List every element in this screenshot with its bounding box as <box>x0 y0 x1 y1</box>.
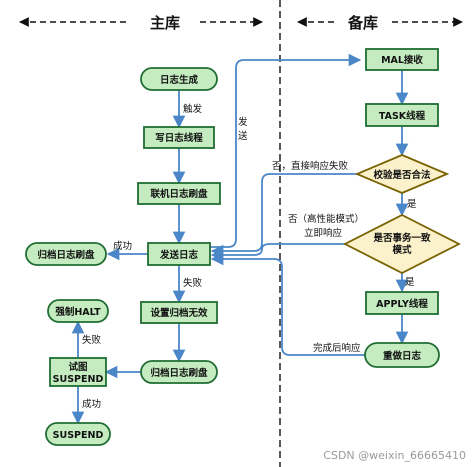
node-redo-log: 重做日志 <box>364 342 440 368</box>
header-standby: 备库 <box>347 14 378 32</box>
edge-check-no <box>210 173 357 258</box>
label-send-2: 送 <box>238 130 248 142</box>
node-set-archive-invalid: 设置归档无效 <box>140 301 218 324</box>
node-log-gen: 日志生成 <box>140 67 218 91</box>
node-apply-thread-label: APPLY线程 <box>376 298 428 310</box>
label-fail-down: 失败 <box>183 277 203 289</box>
node-archive-flush-bottom: 归档日志刷盘 <box>140 360 218 384</box>
node-apply-thread: APPLY线程 <box>365 291 439 315</box>
node-tx-consistent: 是否事务一致 模式 <box>343 213 461 275</box>
node-force-halt: 强制HALT <box>47 299 109 323</box>
node-try-suspend: 试图 SUSPEND <box>49 357 107 387</box>
label-trigger: 触发 <box>183 103 203 115</box>
label-yes-2: 是 <box>405 277 415 288</box>
node-write-thread-label: 写日志线程 <box>155 132 203 144</box>
node-mal-recv: MAL接收 <box>365 48 439 71</box>
node-set-archive-invalid-label: 设置归档无效 <box>150 307 208 319</box>
node-send-log-label: 发送日志 <box>159 249 199 261</box>
label-yes-1: 是 <box>407 199 417 210</box>
label-done-resp: 完成后响应 <box>313 342 361 354</box>
node-archive-flush-left-label: 归档日志刷盘 <box>37 249 95 261</box>
label-success-left: 成功 <box>113 240 132 252</box>
node-mal-recv-label: MAL接收 <box>381 54 423 66</box>
node-write-thread: 写日志线程 <box>143 126 215 149</box>
node-tx-consistent-line1: 是否事务一致 <box>372 232 431 244</box>
node-try-suspend-line1: 试图 <box>68 361 87 373</box>
edge-tx-no <box>210 243 345 262</box>
label-no-perf-2: 立即响应 <box>304 227 343 239</box>
edge-labels: 触发 发 送 否，直接响应失败 是 否（高性能模式） 立即响应 是 成功 失败 … <box>82 103 417 410</box>
node-online-flush: 联机日志刷盘 <box>137 182 221 205</box>
node-redo-log-label: 重做日志 <box>383 350 422 362</box>
node-check-valid: 校验是否合法 <box>354 154 450 194</box>
node-online-flush-label: 联机日志刷盘 <box>150 188 208 200</box>
node-suspend: SUSPEND <box>45 422 111 446</box>
node-try-suspend-line2: SUSPEND <box>53 374 104 385</box>
node-log-gen-label: 日志生成 <box>160 74 199 86</box>
header-primary: 主库 <box>150 14 180 32</box>
label-fail-up: 失败 <box>82 334 102 346</box>
node-force-halt-label: 强制HALT <box>55 306 101 318</box>
label-fail-direct: 否，直接响应失败 <box>272 160 349 172</box>
node-suspend-label: SUSPEND <box>53 430 104 441</box>
label-send-1: 发 <box>238 116 248 128</box>
edge-send-mal <box>210 53 362 248</box>
node-send-log: 发送日志 <box>147 242 211 266</box>
label-success-down: 成功 <box>82 398 101 410</box>
node-archive-flush-bottom-label: 归档日志刷盘 <box>150 367 208 379</box>
edge-redo-response <box>210 252 365 356</box>
header-bar: 主库 备库 <box>19 0 463 467</box>
label-no-perf-1: 否（高性能模式） <box>288 213 364 225</box>
node-archive-flush-left: 归档日志刷盘 <box>25 242 107 266</box>
node-tx-consistent-line2: 模式 <box>392 244 412 256</box>
watermark: CSDN @weixin_66665410 <box>323 449 466 462</box>
node-task-thread-label: TASK线程 <box>379 110 426 122</box>
node-check-valid-label: 校验是否合法 <box>373 169 431 181</box>
node-task-thread: TASK线程 <box>365 103 439 127</box>
